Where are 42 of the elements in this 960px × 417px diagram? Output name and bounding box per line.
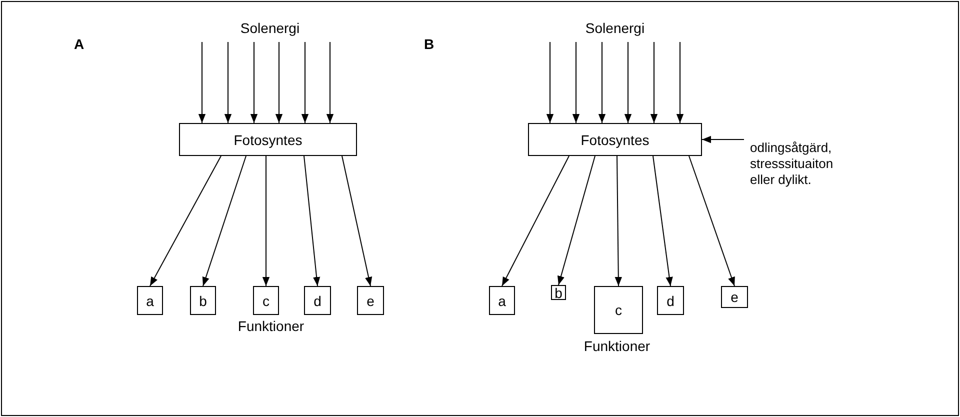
process-box: e	[721, 286, 748, 308]
arrow	[702, 136, 744, 144]
arrow	[502, 156, 570, 286]
process-box: Fotosyntes	[528, 123, 702, 156]
arrow	[304, 156, 320, 286]
arrow	[250, 42, 258, 124]
arrow	[652, 156, 673, 286]
process-box: b	[551, 285, 566, 300]
arrow	[202, 156, 246, 286]
label-text: Funktioner	[238, 318, 304, 334]
arrow	[572, 42, 580, 124]
process-box: a	[489, 286, 515, 315]
arrow	[326, 42, 334, 124]
note-text: odlingsåtgärd, stresssituaiton eller dylikt.	[750, 140, 860, 192]
label-text: Solenergi	[240, 20, 300, 36]
arrow	[614, 156, 622, 286]
arrow	[301, 42, 309, 124]
arrow	[557, 156, 596, 286]
arrow	[150, 156, 222, 286]
arrow	[650, 42, 658, 124]
process-box: c	[594, 286, 643, 334]
arrow	[342, 156, 372, 286]
panel-letter: A	[74, 36, 84, 52]
process-box: d	[304, 286, 331, 315]
label-text: Solenergi	[585, 20, 645, 36]
process-box: Fotosyntes	[179, 123, 357, 156]
process-box: b	[190, 286, 216, 315]
arrow	[262, 156, 270, 286]
process-box: d	[657, 286, 684, 315]
arrow	[598, 42, 606, 124]
arrow	[688, 156, 735, 286]
arrow	[546, 42, 554, 124]
process-box: c	[253, 286, 279, 315]
label-text: Funktioner	[584, 338, 650, 354]
arrow	[624, 42, 632, 124]
arrow	[676, 42, 684, 124]
arrow	[198, 42, 206, 124]
process-box: a	[137, 286, 163, 315]
arrow	[224, 42, 232, 124]
panel-letter: B	[424, 36, 434, 52]
arrow	[275, 42, 283, 124]
process-box: e	[357, 286, 384, 315]
